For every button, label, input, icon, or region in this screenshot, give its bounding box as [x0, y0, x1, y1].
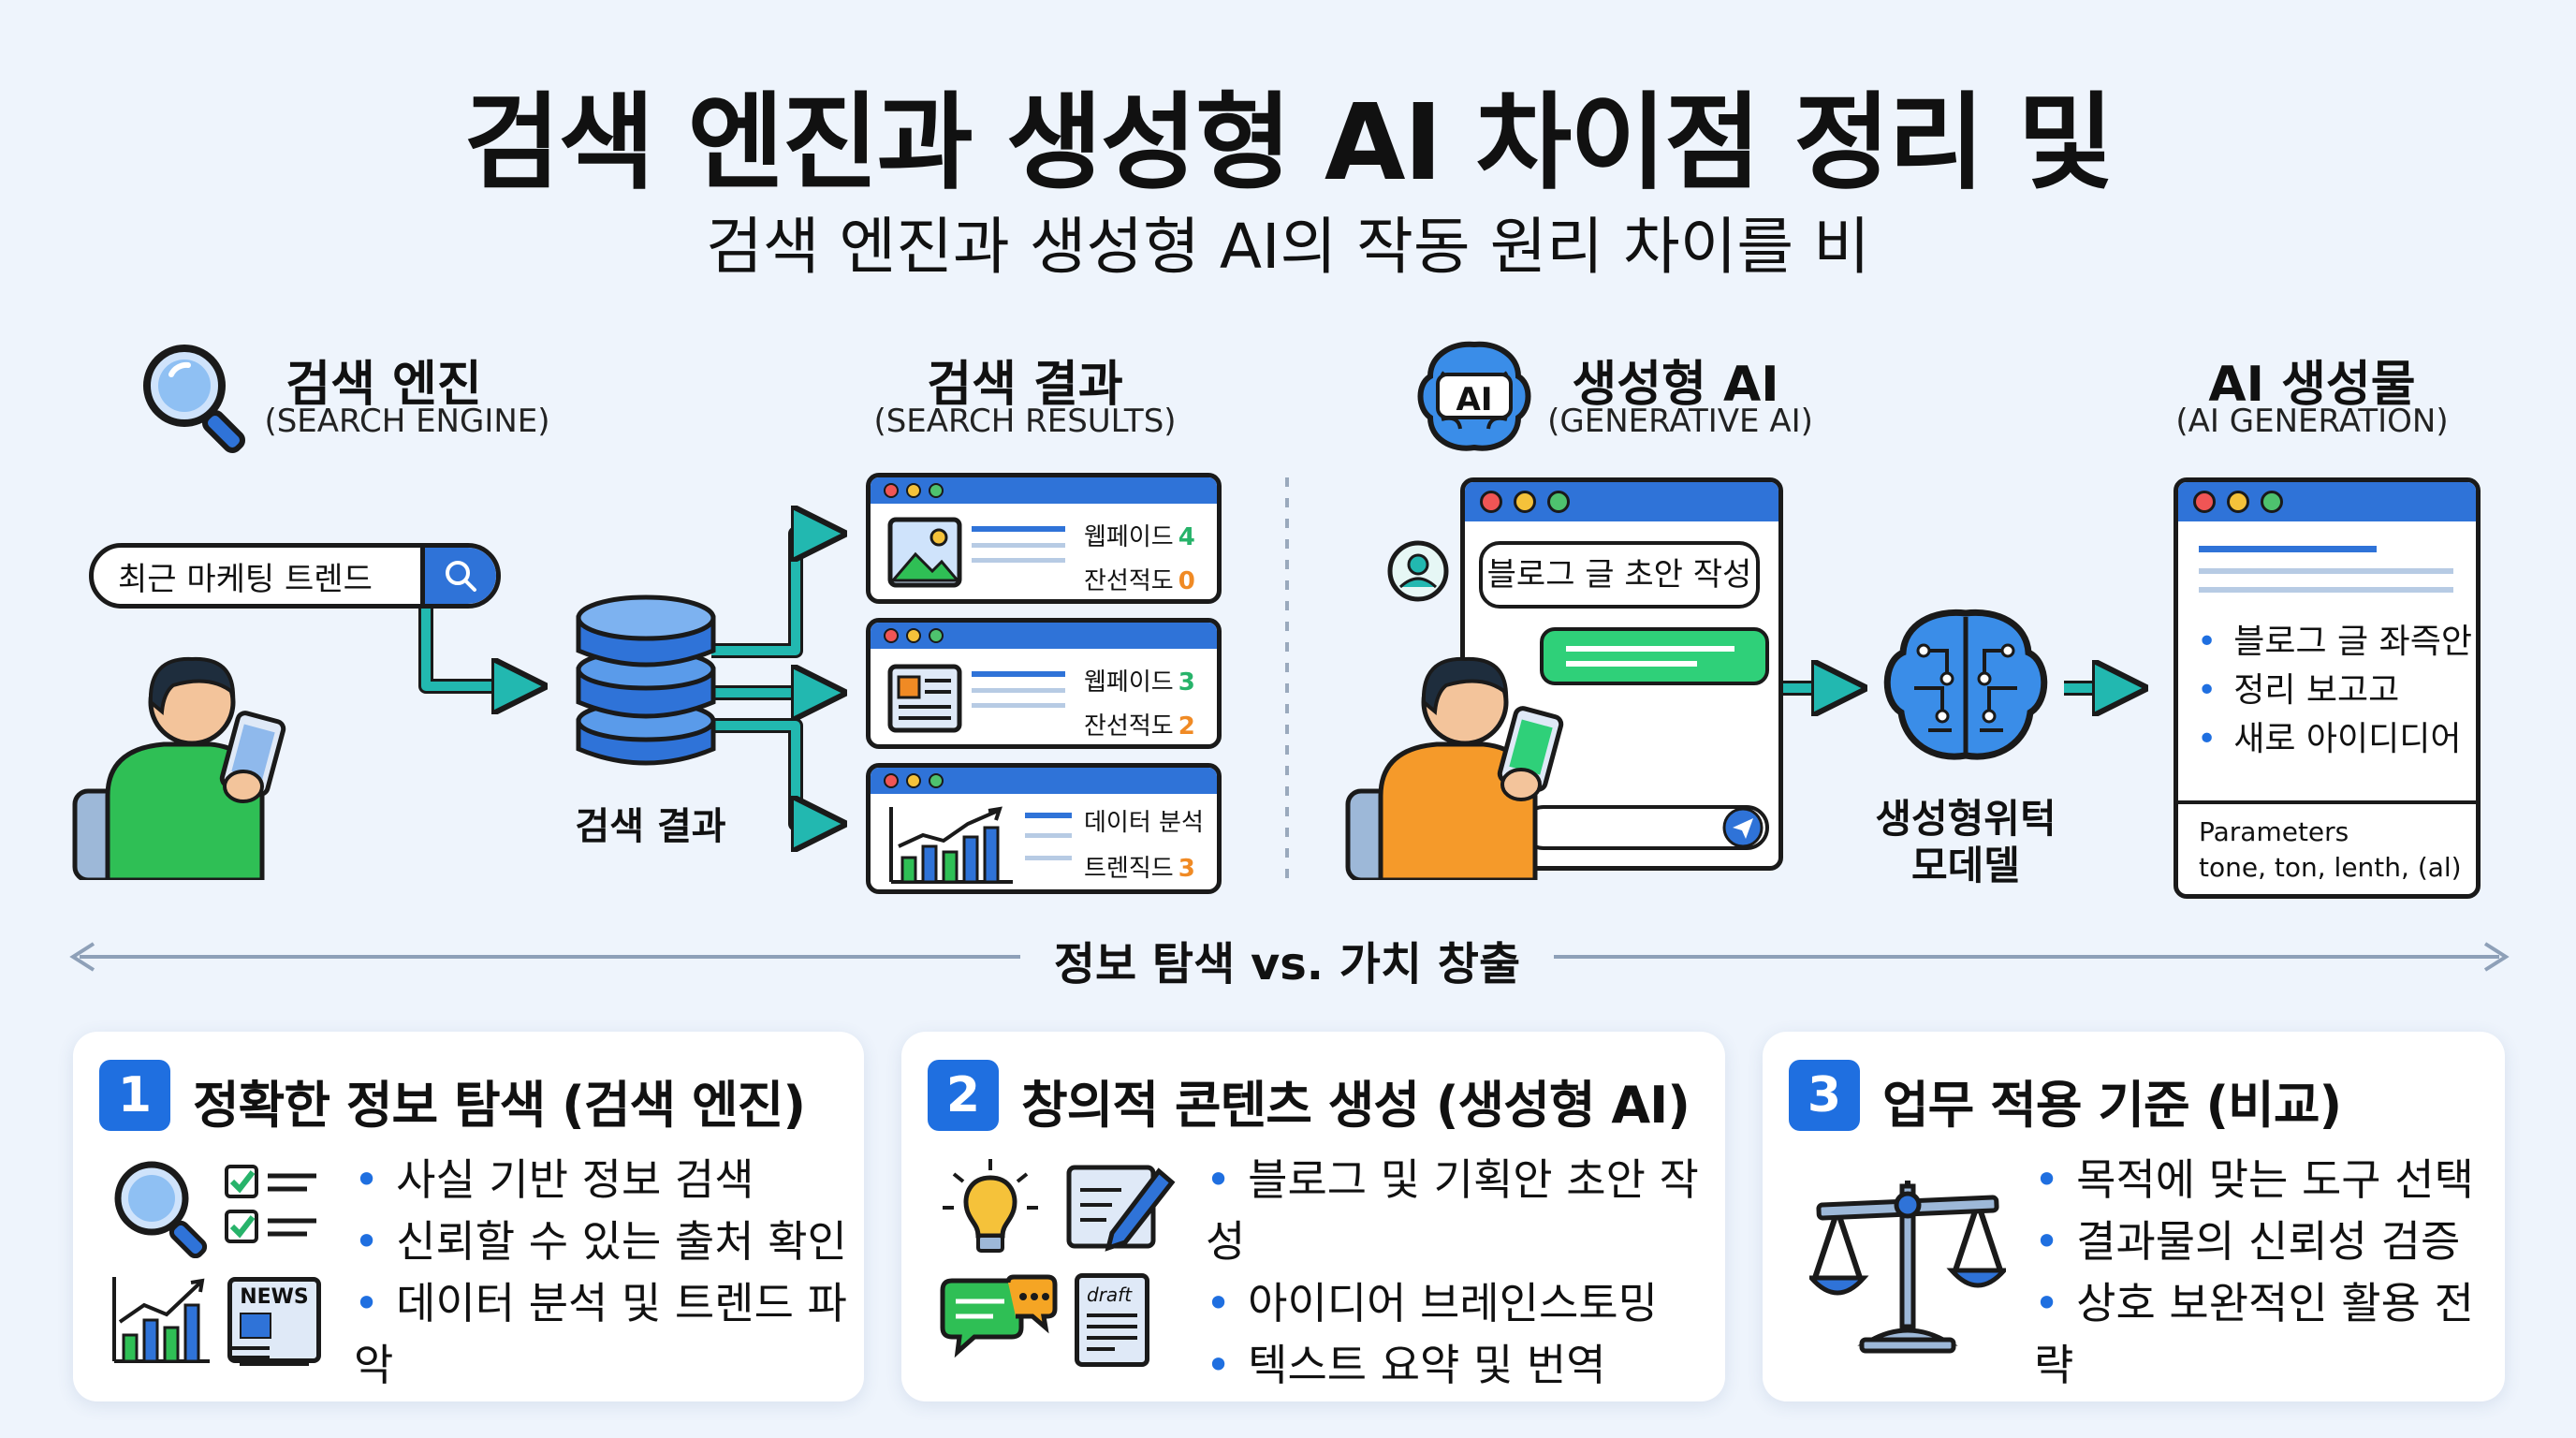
- ai-badge: AI: [1436, 373, 1513, 419]
- result-rows: 웹페이드 3 잔선적도 2: [1084, 668, 1195, 741]
- parameters-panel: Parameters tone, ton, lenth, (al): [2199, 816, 2462, 883]
- search-bar[interactable]: 최근 마케팅 트렌드: [89, 543, 501, 609]
- output-item: 정리 보고고: [2197, 667, 2472, 715]
- card-title: 정확한 정보 탐색 (검색 엔진): [193, 1076, 806, 1135]
- magnifier-icon: [143, 345, 246, 454]
- output-item: 블로그 글 좌즉안: [2197, 618, 2472, 667]
- search-icon: [446, 561, 476, 592]
- card-bullet: 아이디어 브레인스토밍: [1206, 1272, 1725, 1334]
- result-window-2[interactable]: 웹페이드 3 잔선적도 2: [866, 618, 1222, 749]
- page-subtitle: 검색 엔진과 생성형 AI의 작동 원리 차이를 비: [706, 211, 1870, 283]
- card-bullet: 사실 기반 정보 검색: [354, 1149, 864, 1211]
- output-item: 새로 아이디디어: [2197, 715, 2472, 764]
- card-title: 업무 적용 기준 (비교): [1882, 1076, 2342, 1135]
- output-list: 블로그 글 좌즉안 정리 보고고 새로 아이디디어: [2197, 618, 2472, 764]
- card-number-badge: 2: [928, 1060, 999, 1131]
- window-titlebar: [1465, 482, 1778, 521]
- card-bullet: 데이터 분석 및 트렌드 파악: [354, 1272, 864, 1396]
- checklist-icon: [225, 1165, 316, 1243]
- brain-model-icon: [1883, 609, 2048, 760]
- window-titlebar: [871, 768, 1217, 794]
- result-rows: 데이터 분석 트렌직드 3: [1084, 809, 1204, 883]
- person-phone-illustration: [72, 656, 286, 880]
- card-bullet: 신뢰할 수 있는 출처 확인: [354, 1211, 864, 1272]
- generative-ai-title: 생성형 AI: [1572, 357, 1779, 413]
- divider-label: 정보 탐색 vs. 가치 창출: [1053, 938, 1521, 990]
- search-input[interactable]: 최근 마케팅 트렌드: [118, 560, 373, 598]
- database-icon: [576, 594, 716, 766]
- ai-generation-subtitle: (AI GENERATION): [2175, 403, 2449, 440]
- result-rows: 웹페이드 4 잔선적도 0: [1084, 523, 1195, 595]
- card-bullets: 목적에 맞는 도구 선택 결과물의 신뢰성 검증 상호 보완적인 활용 전략: [2034, 1149, 2505, 1396]
- bar-chart-icon: [889, 806, 1013, 884]
- growth-chart-icon: [112, 1277, 210, 1363]
- image-icon: [887, 517, 962, 588]
- search-engine-title: 검색 엔진: [285, 357, 482, 413]
- card-bullet: 텍스트 요약 및 번역: [1206, 1334, 1725, 1396]
- draft-document-icon: draft: [1075, 1273, 1149, 1367]
- card-bullet: 블로그 및 기획안 초안 작성: [1206, 1149, 1725, 1272]
- chat-bubbles-icon: [940, 1274, 1058, 1358]
- window-titlebar: [871, 477, 1217, 504]
- card-bullets: 블로그 및 기획안 초안 작성 아이디어 브레인스토밍 텍스트 요약 및 번역: [1206, 1149, 1725, 1396]
- ai-brain-icon: AI: [1413, 335, 1535, 457]
- lightbulb-icon: [943, 1159, 1038, 1253]
- edit-document-icon: [1066, 1165, 1176, 1252]
- person-phone-illustration: [1345, 656, 1564, 880]
- news-icon: NEWS: [227, 1277, 321, 1366]
- magnifier-icon: [114, 1161, 208, 1258]
- ai-output-window[interactable]: 블로그 글 좌즉안 정리 보고고 새로 아이디디어 Parameters ton…: [2174, 477, 2481, 899]
- balance-scale-icon: [1809, 1181, 2006, 1354]
- card-number-badge: 1: [99, 1060, 170, 1131]
- info-card-generative: 2 창의적 콘텐츠 생성 (생성형 AI) draft 블로그 및 기획안 초안…: [901, 1032, 1725, 1401]
- window-titlebar: [2178, 482, 2476, 521]
- newspaper-icon: [887, 664, 962, 733]
- search-results-title: 검색 결과: [927, 357, 1123, 413]
- result-window-1[interactable]: 웹페이드 4 잔선적도 0: [866, 473, 1222, 604]
- send-icon[interactable]: [1718, 805, 1768, 856]
- user-avatar-icon: [1387, 540, 1449, 602]
- generative-ai-subtitle: (GENERATIVE AI): [1547, 403, 1813, 440]
- card-bullet: 목적에 맞는 도구 선택: [2034, 1149, 2505, 1211]
- card-title: 창의적 콘텐츠 생성 (생성형 AI): [1021, 1076, 1690, 1135]
- info-card-comparison: 3 업무 적용 기준 (비교) 목적에 맞는 도구 선택 결과물의 신뢰성 검증…: [1763, 1032, 2505, 1401]
- card-bullet: 상호 보완적인 활용 전략: [2034, 1272, 2505, 1396]
- search-button[interactable]: [420, 548, 496, 604]
- model-label: 생성형위턱 모데델: [1875, 796, 2056, 888]
- ai-generation-title: AI 생성물: [2208, 357, 2416, 413]
- card-number-badge: 3: [1789, 1060, 1860, 1131]
- ai-reply-bubble: [1540, 627, 1769, 685]
- search-engine-subtitle: (SEARCH ENGINE): [264, 403, 550, 440]
- info-card-search: 1 정확한 정보 탐색 (검색 엔진) NEWS 사실 기반 정보: [73, 1032, 864, 1401]
- search-results-subtitle: (SEARCH RESULTS): [873, 403, 1177, 440]
- page-title: 검색 엔진과 생성형 AI 차이점 정리 및: [463, 82, 2115, 204]
- window-titlebar: [871, 623, 1217, 649]
- user-prompt-bubble: 블로그 글 초안 작성: [1479, 541, 1760, 609]
- card-bullets: 사실 기반 정보 검색 신뢰할 수 있는 출처 확인 데이터 분석 및 트렌드 …: [354, 1149, 864, 1396]
- card-bullet: 결과물의 신뢰성 검증: [2034, 1211, 2505, 1272]
- database-label: 검색 결과: [575, 805, 726, 848]
- result-window-3[interactable]: 데이터 분석 트렌직드 3: [866, 763, 1222, 894]
